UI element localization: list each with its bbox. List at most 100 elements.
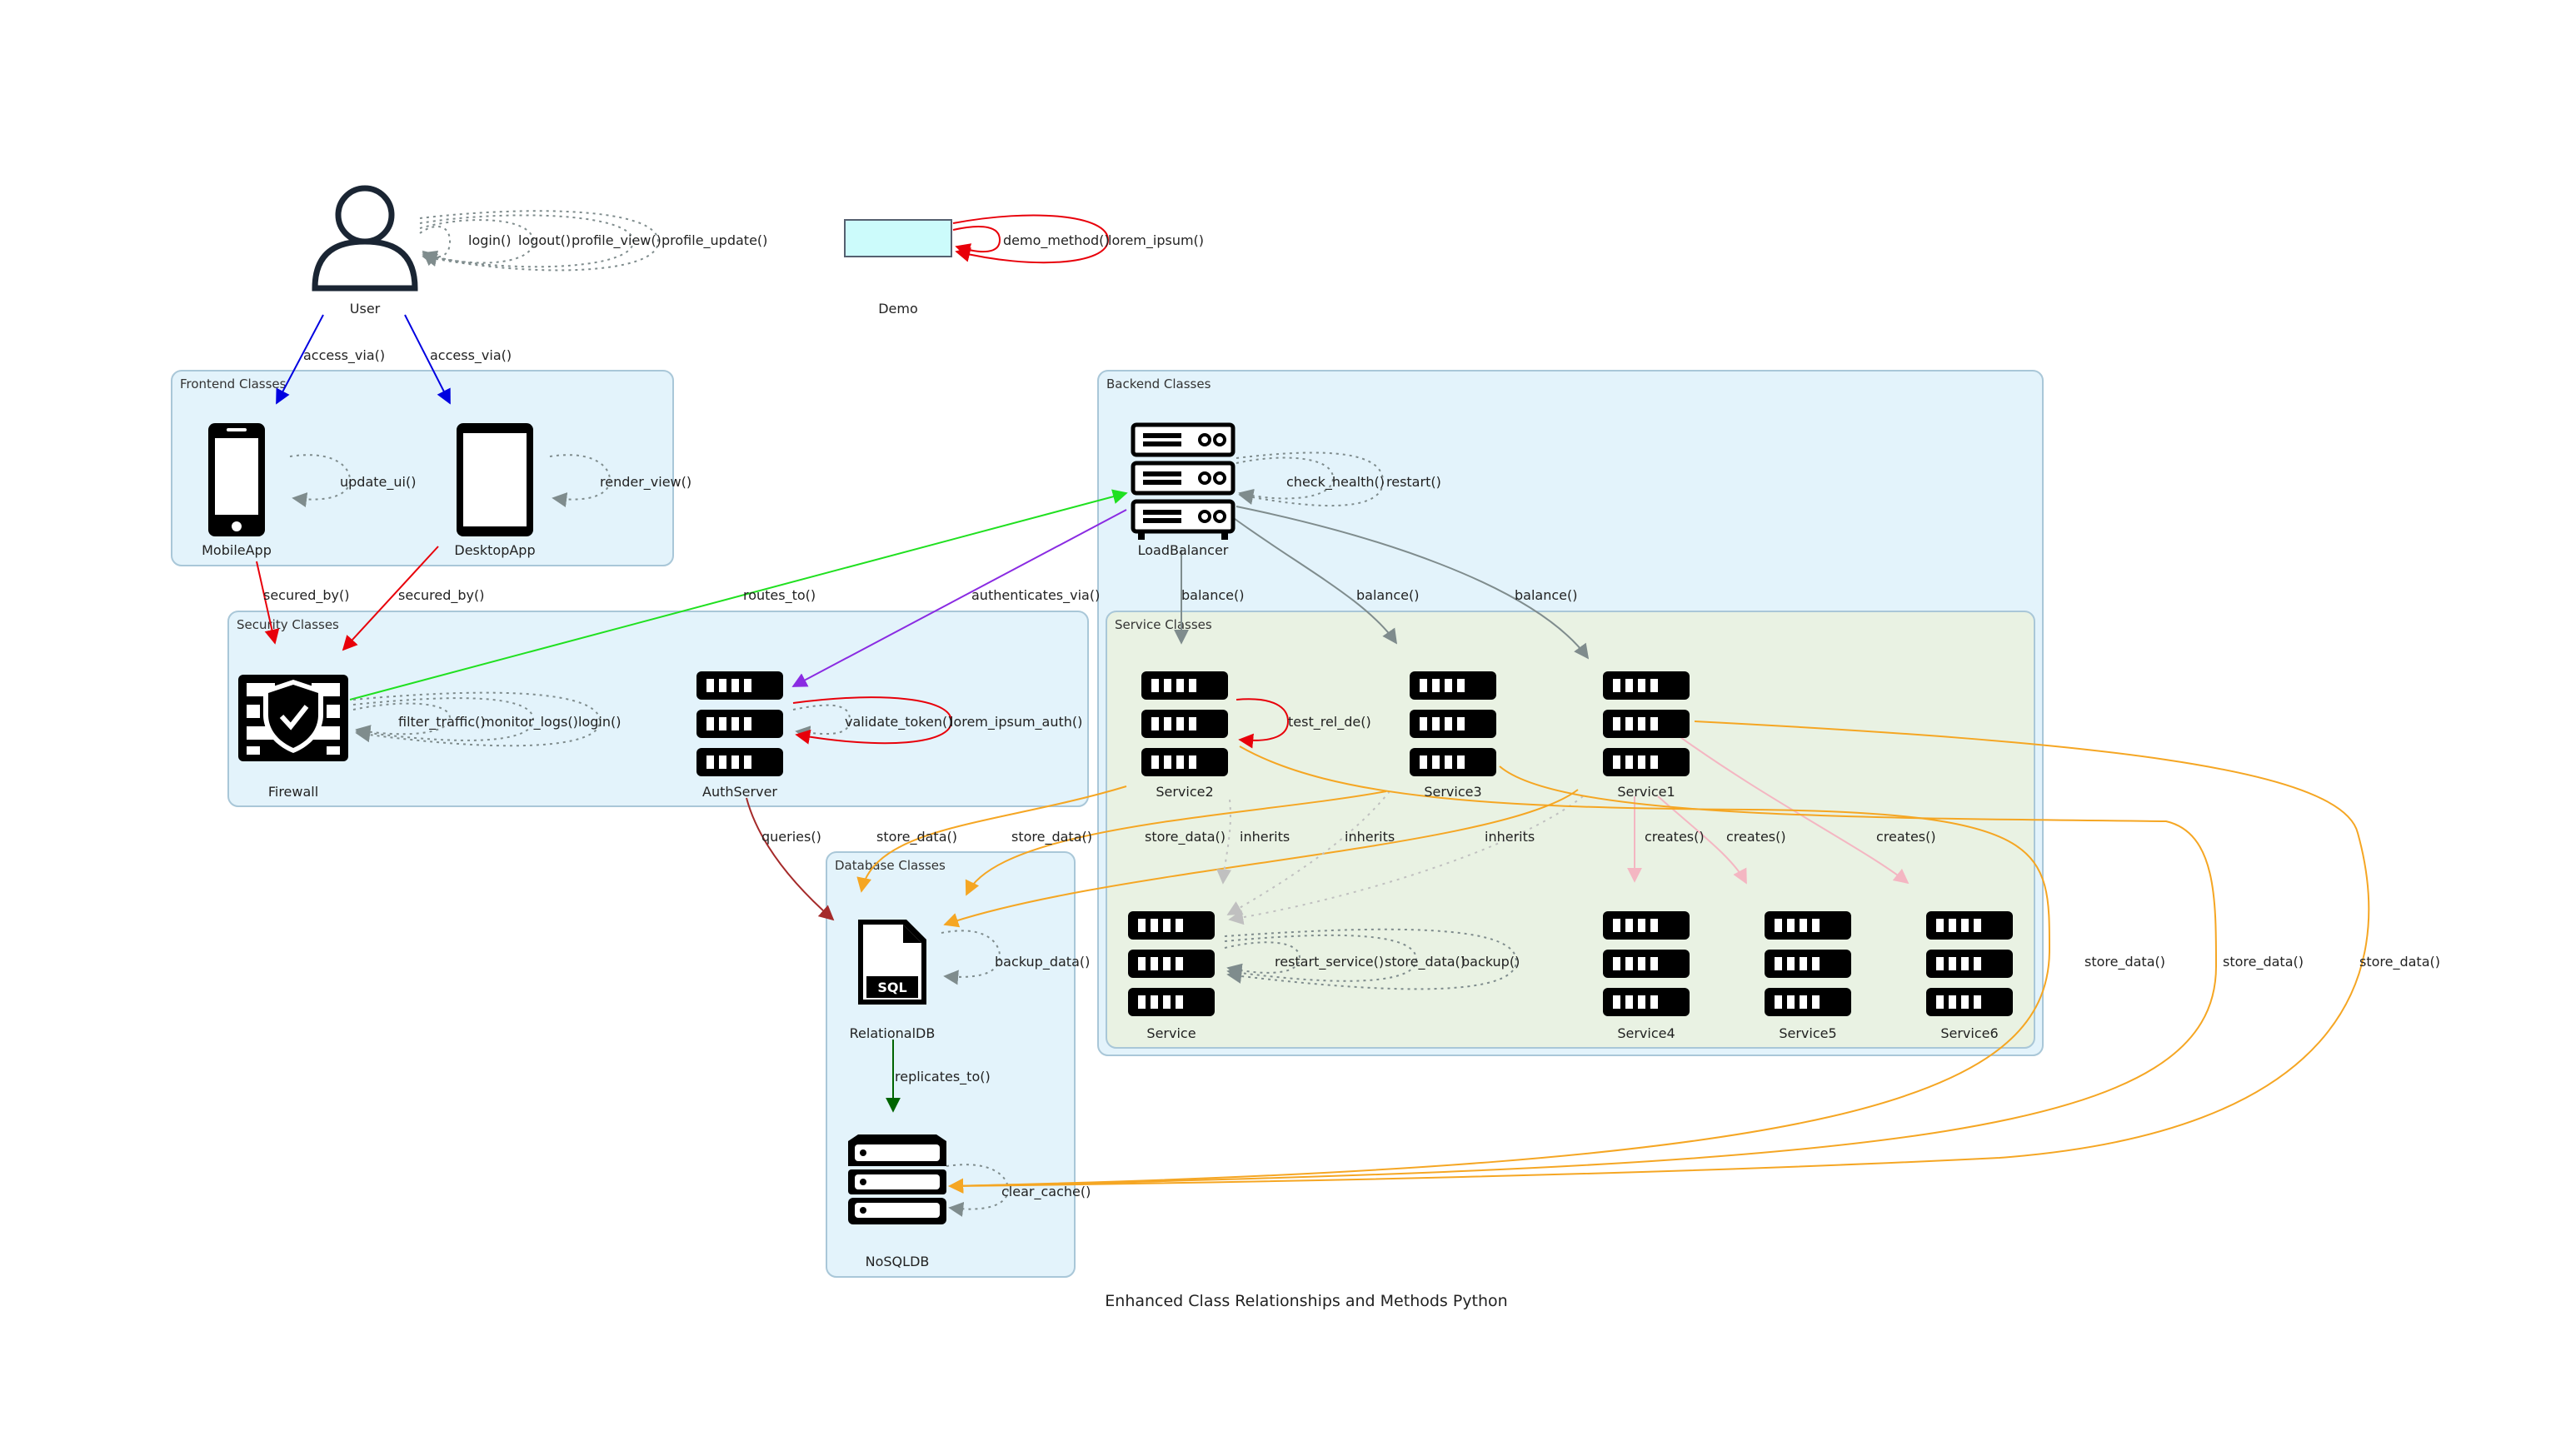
demo-box (844, 219, 952, 257)
server-icon (1603, 911, 1690, 1016)
node-relationaldb[interactable]: SQL RelationalDB (850, 920, 936, 1041)
edge-label-s2-test: test_rel_de() (1288, 714, 1371, 730)
edge-label-s1-creates-s5: creates() (1726, 829, 1786, 845)
edge-s1-creates-s6 (1674, 732, 1910, 885)
edge-s3-inherits (1226, 790, 1390, 915)
edge-label-user-logout: logout() (518, 232, 571, 248)
mobile-phone-icon (208, 423, 265, 536)
edge-label-s2-inherits: inherits (1240, 829, 1290, 845)
node-firewall-label: Firewall (268, 784, 318, 800)
server-icon (1141, 671, 1228, 776)
node-desktopapp-label: DesktopApp (454, 542, 535, 558)
node-service6[interactable]: Service6 (1926, 911, 2013, 1041)
edge-auth-lorem (792, 696, 953, 745)
edge-s1-store-nosql (948, 721, 2370, 1194)
edge-label-s2-store: store_data() (876, 829, 957, 845)
diagram-title: Enhanced Class Relationships and Methods… (1105, 1292, 1507, 1310)
sql-file-icon: SQL (858, 920, 926, 1005)
edge-lb-restart (1236, 451, 1385, 507)
node-service3[interactable]: Service3 (1410, 671, 1496, 800)
user-icon (312, 185, 418, 292)
edge-desktop-render (549, 454, 612, 507)
edge-label-desktop-render: render_view() (600, 474, 691, 491)
edge-label-fw-login: login() (578, 714, 621, 730)
node-service1-label: Service1 (1617, 784, 1675, 800)
cluster-security-label: Security Classes (237, 617, 339, 632)
node-firewall[interactable]: Firewall (238, 675, 348, 800)
cluster-security: Security Classes (227, 611, 1089, 807)
edge-lb-check-health (1236, 456, 1335, 504)
edge-label-fw-monitor: monitor_logs() (482, 714, 578, 730)
node-service4[interactable]: Service4 (1603, 911, 1690, 1041)
edge-fw-login (352, 691, 602, 747)
node-service4-label: Service4 (1617, 1025, 1675, 1041)
node-relationaldb-label: RelationalDB (850, 1025, 936, 1041)
edge-label-lb-check-health: check_health() (1286, 474, 1385, 491)
edge-label-lb-balance-s2: balance() (1181, 587, 1244, 603)
node-service5-label: Service5 (1779, 1025, 1836, 1041)
node-loadbalancer[interactable]: LoadBalancer (1131, 422, 1236, 558)
edge-s1-store-rdb (943, 789, 1579, 928)
edge-routes-to (349, 489, 1128, 701)
cluster-frontend-label: Frontend Classes (180, 376, 287, 391)
node-mobileapp[interactable]: MobileApp (202, 423, 272, 558)
server-icon (1765, 911, 1851, 1016)
edge-label-rdb-backup: backup_data() (995, 954, 1090, 970)
node-service2-label: Service2 (1156, 784, 1213, 800)
node-mobileapp-label: MobileApp (202, 542, 272, 558)
cluster-database-label: Database Classes (835, 858, 946, 873)
edge-label-lb-restart: restart() (1386, 474, 1441, 490)
edge-label-s3-store: store_data() (1011, 829, 1092, 845)
edge-access-mobile (276, 314, 324, 405)
node-user-label: User (350, 301, 381, 317)
edge-label-auth-validate: validate_token() (845, 714, 952, 730)
edge-label-s3-inherits: inherits (1345, 829, 1395, 845)
edge-s2-store-nosql (948, 745, 2051, 1194)
edge-demo-lorem (952, 214, 1110, 264)
edge-lb-balance-s3 (1231, 516, 1398, 645)
node-service2[interactable]: Service2 (1141, 671, 1228, 800)
edge-fw-monitor (352, 697, 535, 741)
edge-label-s1-creates-s4: creates() (1645, 829, 1705, 845)
node-demo[interactable]: Demo (844, 219, 952, 317)
server-icon (1603, 671, 1690, 776)
node-service-label: Service (1146, 1025, 1196, 1041)
edge-label-lb-balance-s3: balance() (1356, 587, 1419, 603)
node-demo-label: Demo (878, 301, 918, 317)
edge-label-s1-inherits: inherits (1485, 829, 1535, 845)
server-icon (696, 671, 783, 776)
edge-label-access-desktop: access_via() (430, 347, 512, 364)
firewall-shield-icon (238, 675, 348, 761)
tablet-icon (457, 423, 533, 536)
edge-label-routes-to: routes_to() (743, 587, 816, 604)
edge-label-service-store: store_data() (1385, 954, 1465, 970)
node-service[interactable]: Service (1128, 911, 1215, 1041)
edge-user-profile-view (419, 214, 635, 268)
edge-label-desktop-secured: secured_by() (398, 587, 484, 604)
node-loadbalancer-label: LoadBalancer (1138, 542, 1229, 558)
cluster-frontend: Frontend Classes (171, 370, 674, 566)
edge-s2-store (856, 785, 1127, 893)
node-nosqldb[interactable]: NoSQLDB (848, 1134, 946, 1269)
edge-nosql-clear (946, 1164, 1010, 1217)
edge-label-rdb-replicates: replicates_to() (895, 1069, 991, 1085)
cluster-backend-label: Backend Classes (1106, 376, 1211, 391)
edge-user-profile-update (419, 210, 660, 272)
edge-user-login (419, 226, 452, 267)
node-desktopapp[interactable]: DesktopApp (454, 423, 536, 558)
edge-auth-queries (746, 797, 835, 921)
server-rack-icon (1131, 422, 1236, 540)
edge-label-service-backup: backup() (1461, 954, 1520, 970)
edge-s3-store-nosql (948, 765, 2218, 1194)
node-service1[interactable]: Service1 (1603, 671, 1690, 800)
edge-label-s2-store-nosql: store_data() (2084, 954, 2165, 970)
edge-label-fw-filter: filter_traffic() (398, 714, 486, 730)
server-icon (1128, 911, 1215, 1016)
edge-mobile-secured (256, 561, 280, 645)
node-service5[interactable]: Service5 (1765, 911, 1851, 1041)
edge-label-access-mobile: access_via() (303, 347, 385, 364)
server-icon (1410, 671, 1496, 776)
node-authserver[interactable]: AuthServer (696, 671, 783, 800)
node-user[interactable]: User (312, 185, 418, 317)
